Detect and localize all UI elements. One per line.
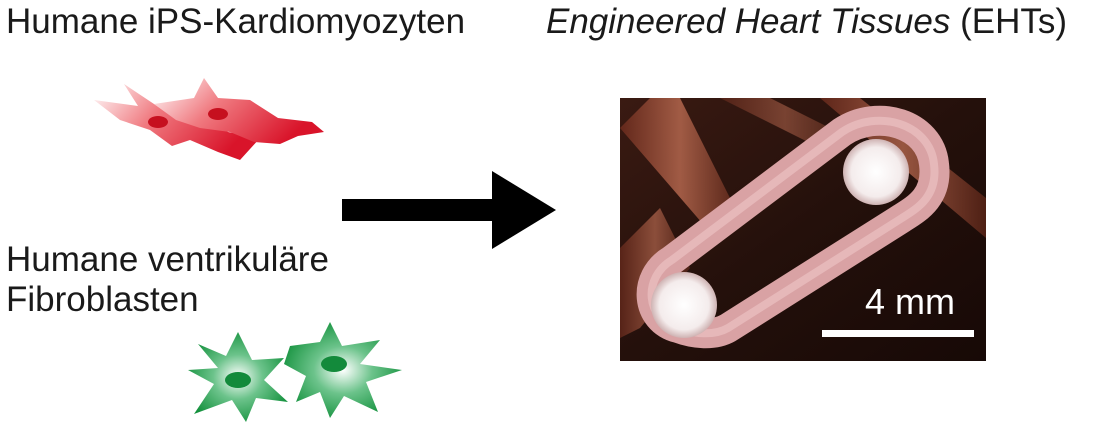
cardiomyocytes-illustration (94, 78, 324, 160)
fibroblast-cell-right (284, 322, 402, 418)
fibroblasts-label-line1: Humane ventrikuläre (6, 240, 329, 279)
cardiomyocyte-cell-back (94, 84, 260, 160)
eht-title-abbrev: (EHTs) (960, 2, 1068, 41)
cardiomyocyte-nucleus-back (148, 116, 168, 128)
fibroblast-nucleus-right (321, 356, 347, 372)
arrow-head (492, 171, 556, 249)
fibroblasts-illustration (188, 322, 402, 422)
holder-rod-left (620, 98, 740, 238)
fibroblasts-label: Humane ventrikuläre Fibroblasten (6, 240, 329, 320)
process-arrow (342, 171, 556, 249)
arrow-shaft (342, 199, 502, 221)
scale-bar-label: 4 mm (865, 281, 955, 322)
eht-title-italic: Engineered Heart Tissues (546, 2, 951, 41)
cardiomyocyte-nucleus-front (208, 108, 228, 120)
silicone-post-top (843, 139, 909, 205)
tissue-ring-highlight (647, 116, 939, 338)
silicone-post-bottom (651, 272, 717, 338)
fibroblasts-label-line2: Fibroblasten (6, 280, 199, 319)
cardiomyocyte-cell-front (154, 78, 324, 144)
eht-photo: 4 mm (620, 98, 986, 361)
ips-cardiomyocytes-label: Humane iPS-Kardiomyozyten (6, 2, 466, 41)
eht-title: Engineered Heart Tissues (EHTs) (546, 2, 1067, 42)
fibroblast-nucleus-left (225, 372, 251, 388)
scale-bar (822, 330, 974, 337)
